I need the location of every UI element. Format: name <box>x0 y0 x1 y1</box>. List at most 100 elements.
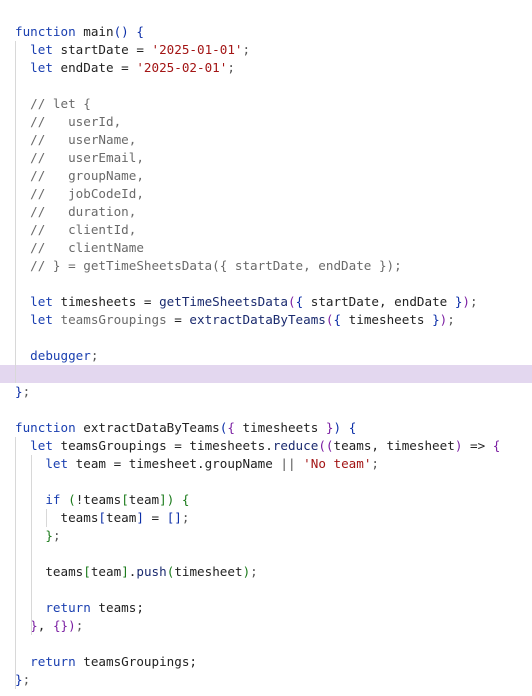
code-token: ; <box>242 42 251 57</box>
code-token: ) <box>242 564 251 579</box>
code-line[interactable]: }; <box>0 671 532 689</box>
code-line[interactable]: }; <box>0 383 532 401</box>
indent-guide <box>31 491 32 509</box>
code-token: return <box>30 654 76 669</box>
code-token <box>15 348 30 363</box>
code-line[interactable]: let timesheets = getTimeSheetsData({ sta… <box>0 293 532 311</box>
code-line[interactable]: // clientId, <box>0 221 532 239</box>
indent-guide <box>15 311 16 329</box>
code-line[interactable] <box>0 77 532 95</box>
code-token: [ <box>98 510 106 525</box>
code-line[interactable]: // userId, <box>0 113 532 131</box>
code-token: team = timesheet.groupName <box>68 456 281 471</box>
code-line[interactable] <box>0 581 532 599</box>
code-line[interactable]: return teamsGroupings; <box>0 653 532 671</box>
code-token: timesheets <box>341 312 433 327</box>
code-token: debugger <box>30 348 91 363</box>
code-token <box>15 438 30 453</box>
code-token: } <box>454 294 463 309</box>
code-line[interactable]: // userEmail, <box>0 149 532 167</box>
code-token: ) <box>333 420 342 435</box>
indent-guide <box>31 527 32 545</box>
code-line[interactable]: let team = timesheet.groupName || 'No te… <box>0 455 532 473</box>
indent-guide <box>15 41 16 59</box>
indent-guide <box>15 473 16 491</box>
code-line[interactable]: // clientName <box>0 239 532 257</box>
code-line[interactable]: }, {}); <box>0 617 532 635</box>
code-token: ; <box>90 348 99 363</box>
code-line[interactable]: if (!teams[team]) { <box>0 491 532 509</box>
code-line[interactable]: // userName, <box>0 131 532 149</box>
code-line[interactable] <box>0 275 532 293</box>
code-token: ( <box>219 420 228 435</box>
code-token: // groupName, <box>15 168 144 183</box>
code-token: startDate = <box>52 42 152 57</box>
code-token: [ <box>121 492 129 507</box>
code-token: . <box>128 564 137 579</box>
code-line[interactable]: debugger; <box>0 347 532 365</box>
code-token: timesheet <box>174 564 243 579</box>
code-line[interactable]: function extractDataByTeams({ timesheets… <box>0 419 532 437</box>
code-line[interactable]: let teamsGroupings = extractDataByTeams(… <box>0 311 532 329</box>
code-editor[interactable]: function main() { let startDate = '2025-… <box>0 23 532 689</box>
code-token: teamsGroupings <box>52 312 167 327</box>
code-token: = <box>166 312 190 327</box>
code-line[interactable]: // duration, <box>0 203 532 221</box>
indent-guide <box>15 509 16 527</box>
indent-guide <box>15 77 16 95</box>
code-line[interactable]: function main() { <box>0 23 532 41</box>
code-token: let <box>30 60 53 75</box>
code-line[interactable] <box>0 329 532 347</box>
code-token <box>341 420 349 435</box>
code-token: teams; <box>90 600 144 615</box>
code-token: push <box>136 564 167 579</box>
code-token: [] <box>166 510 182 525</box>
indent-guide <box>15 635 16 653</box>
code-token: teams, timesheet <box>333 438 455 453</box>
code-token: // clientId, <box>15 222 137 237</box>
code-line[interactable]: teams[team].push(timesheet); <box>0 563 532 581</box>
code-line[interactable] <box>0 473 532 491</box>
code-line[interactable]: }; <box>0 527 532 545</box>
code-line[interactable] <box>0 401 532 419</box>
code-token: timesheets = <box>52 294 160 309</box>
code-token: } <box>15 384 23 399</box>
code-line[interactable]: let startDate = '2025-01-01'; <box>0 41 532 59</box>
code-line[interactable]: // let { <box>0 95 532 113</box>
code-token: } <box>15 672 23 687</box>
code-line[interactable] <box>0 545 532 563</box>
indent-guide <box>15 437 16 455</box>
code-line[interactable]: let endDate = '2025-02-01'; <box>0 59 532 77</box>
code-token: , <box>37 618 53 633</box>
indent-guide <box>15 131 16 149</box>
code-line[interactable]: // groupName, <box>0 167 532 185</box>
code-line[interactable]: // } = getTimeSheetsData({ startDate, en… <box>0 257 532 275</box>
code-line[interactable] <box>0 635 532 653</box>
code-token: { <box>295 294 304 309</box>
code-token: ; <box>52 528 61 543</box>
indent-guide <box>15 95 16 113</box>
code-token: } <box>432 312 440 327</box>
indent-guide <box>15 167 16 185</box>
code-line[interactable]: let teamsGroupings = timesheets.reduce((… <box>0 437 532 455</box>
code-token <box>61 492 69 507</box>
indent-guide <box>15 527 16 545</box>
code-token <box>174 492 182 507</box>
code-token: '2025-01-01' <box>151 42 243 57</box>
indent-guide <box>31 509 32 527</box>
code-token: { <box>333 312 342 327</box>
code-line[interactable]: teams[team] = []; <box>0 509 532 527</box>
code-token: '2025-02-01' <box>136 60 228 75</box>
code-token: ( <box>166 564 175 579</box>
code-token: // jobCodeId, <box>15 186 144 201</box>
code-token: ; <box>22 672 31 687</box>
indent-guide <box>15 239 16 257</box>
code-token: } <box>325 420 334 435</box>
code-line[interactable]: return teams; <box>0 599 532 617</box>
code-line[interactable]: // jobCodeId, <box>0 185 532 203</box>
debugger-highlight-line[interactable] <box>0 365 532 383</box>
code-token: extractDataByTeams <box>75 420 220 435</box>
code-token: main <box>75 24 114 39</box>
indent-guide <box>31 473 32 491</box>
indent-guide <box>15 347 16 365</box>
